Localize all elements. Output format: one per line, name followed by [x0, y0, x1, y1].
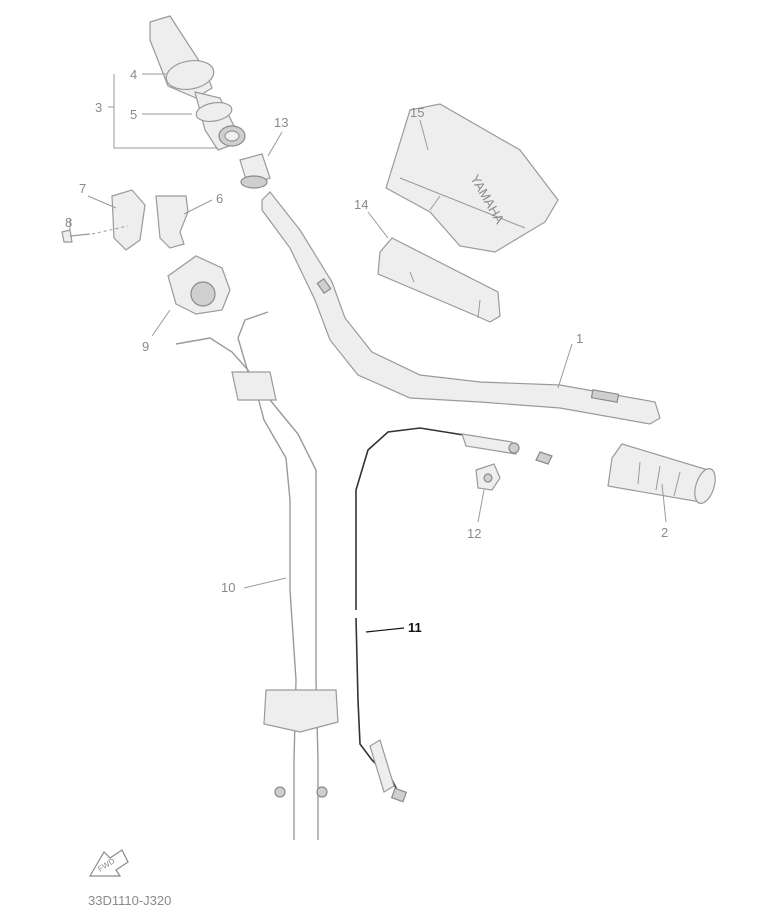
- callout-13: 13: [274, 115, 288, 130]
- callout-10: 10: [221, 580, 235, 595]
- drawing-code: 33D1110-J320: [88, 893, 171, 908]
- callout-7: 7: [79, 181, 86, 196]
- callout-leaders: [69, 73, 667, 633]
- callout-1: 1: [576, 331, 583, 346]
- callout-15: 15: [410, 105, 424, 120]
- fwd-arrow-icon: FWD: [88, 849, 129, 877]
- callout-6: 6: [216, 191, 223, 206]
- clutch-cable[interactable]: [355, 427, 553, 803]
- callout-11: 11: [408, 620, 422, 635]
- throttle-cable[interactable]: [175, 311, 339, 840]
- handlebar-pad[interactable]: [377, 237, 501, 323]
- callout-3: 3: [95, 100, 102, 115]
- cable-adjuster[interactable]: [475, 463, 501, 491]
- left-grip-assembly[interactable]: [149, 15, 246, 151]
- callout-9: 9: [142, 339, 149, 354]
- callout-4: 4: [130, 67, 137, 82]
- collar[interactable]: [239, 153, 271, 189]
- right-grip[interactable]: [607, 443, 719, 506]
- handlebar-pad-cover[interactable]: YAMAHA: [385, 103, 559, 253]
- callout-12: 12: [467, 526, 481, 541]
- callout-2: 2: [661, 525, 668, 540]
- screw[interactable]: [61, 225, 129, 243]
- handlebar[interactable]: [261, 191, 661, 425]
- callout-5: 5: [130, 107, 137, 122]
- callout-14: 14: [354, 197, 368, 212]
- switch-housing-lower[interactable]: [155, 195, 189, 249]
- switch-housing-upper[interactable]: [111, 189, 146, 251]
- callout-8: 8: [65, 215, 72, 230]
- callout-labels: 1 2 3 4 5 6 7 8 9 10 11 12 13 14 15: [65, 67, 668, 635]
- throttle-housing[interactable]: [167, 255, 231, 315]
